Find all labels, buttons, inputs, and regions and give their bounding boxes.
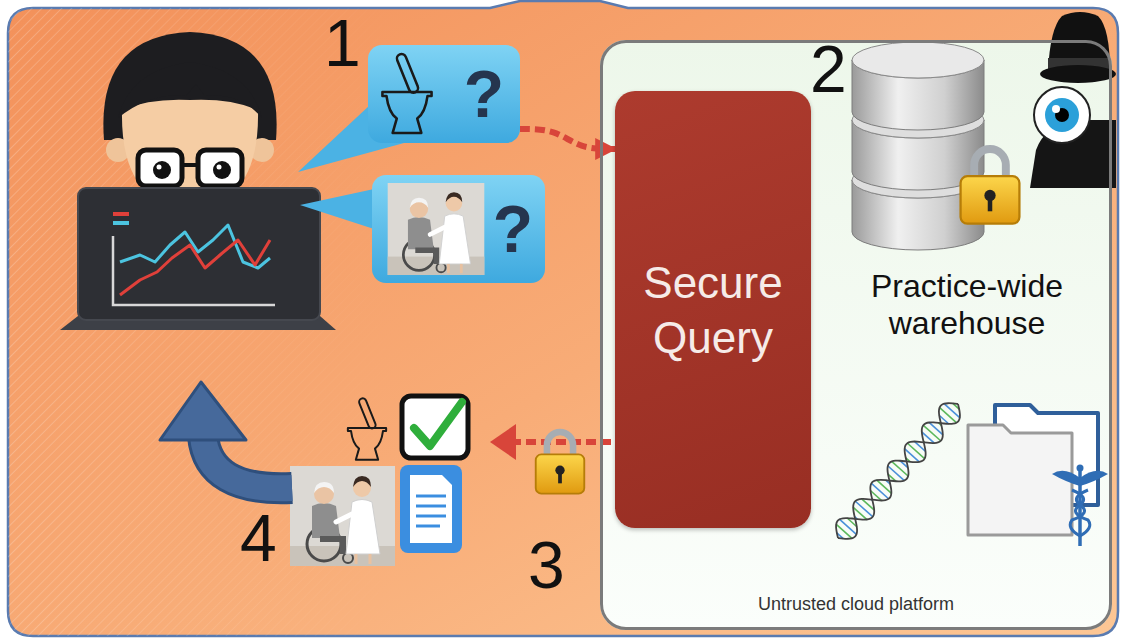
- callout-number: 2: [810, 36, 847, 102]
- spy-iris: [1045, 98, 1079, 132]
- snake: [1070, 490, 1088, 536]
- patient-photo: [290, 466, 395, 566]
- label-holder: 3: [528, 532, 565, 598]
- arrowhead: [160, 382, 246, 440]
- pupil: [213, 161, 231, 179]
- disk-top: [852, 42, 984, 78]
- eye-glint: [1052, 105, 1060, 113]
- callout-number: 3: [528, 532, 565, 598]
- staff-knob: [1077, 465, 1084, 472]
- eye-glint: [217, 165, 222, 170]
- arrow-outline: [203, 436, 292, 488]
- pupil: [153, 161, 171, 179]
- lock-icon: [536, 432, 585, 494]
- label-holder: 1: [324, 10, 361, 76]
- wing: [1052, 471, 1080, 486]
- database-icon: [852, 42, 1019, 250]
- laptop-screen: [78, 188, 320, 320]
- bubble-body: [372, 175, 545, 283]
- caduceus-symbol: [1052, 465, 1108, 547]
- label-holder: 4: [240, 505, 277, 571]
- feedback-arrow: [160, 382, 292, 488]
- document-line: [416, 505, 446, 508]
- chart-key: [113, 221, 129, 225]
- document-page: [410, 475, 452, 543]
- chart-line: [120, 240, 270, 295]
- bubble-icon: [388, 183, 485, 275]
- check-mark: [414, 402, 462, 446]
- base-pair: [855, 501, 873, 517]
- base-pair: [907, 443, 925, 459]
- bubble-tail: [300, 189, 374, 229]
- chart-line: [120, 225, 270, 268]
- document-line: [416, 525, 440, 528]
- result-arrow-line: [512, 439, 611, 445]
- wing: [1080, 471, 1108, 486]
- bubble-body: [368, 45, 520, 143]
- background-panel: [8, 1, 1118, 636]
- lock-icon: [961, 149, 1020, 224]
- fringe: [118, 62, 262, 118]
- speech-bubble: ?: [368, 45, 520, 143]
- base-pair: [888, 466, 905, 481]
- snake: [1072, 490, 1090, 536]
- cloud-panel-fill: [600, 40, 1112, 630]
- orange-background: [8, 1, 1118, 636]
- base-pair: [939, 407, 956, 422]
- label-holder: 2: [810, 36, 847, 102]
- platform-caption: Untrusted cloud platform: [758, 594, 954, 615]
- base-pair: [871, 483, 889, 499]
- glasses-lens: [138, 150, 182, 186]
- warehouse-label: Practice-wide warehouse: [832, 268, 1102, 342]
- folder: [968, 425, 1072, 535]
- question-mark: ?: [464, 61, 504, 127]
- records-folders: [968, 405, 1108, 546]
- hatch-fill: [8, 8, 408, 636]
- document-line: [416, 515, 446, 518]
- hat-brim: [1040, 65, 1116, 83]
- bubble-icon: [382, 53, 431, 133]
- analyst-figure: [60, 32, 336, 330]
- hatching: [8, 8, 408, 636]
- base-pair: [892, 461, 909, 476]
- question-mark: ?: [493, 196, 533, 262]
- spy-icon: [1030, 12, 1116, 188]
- chart-key: [113, 212, 129, 216]
- speech-bubble: ?: [372, 175, 545, 283]
- query-title: Secure Query: [627, 255, 799, 365]
- arrowhead: [490, 424, 516, 460]
- label-holder: Practice-wide warehouse: [832, 268, 1102, 342]
- document-line: [416, 495, 446, 498]
- base-pair: [923, 425, 941, 441]
- document-icon: [400, 465, 462, 553]
- callout-number: 4: [240, 505, 277, 571]
- secure-query-box: Secure Query: [615, 91, 811, 528]
- return-arrow: [490, 424, 611, 494]
- dna-helix: [836, 403, 960, 539]
- eye-glint: [157, 165, 162, 170]
- base-pair: [839, 519, 856, 534]
- dna-strand: [836, 403, 958, 538]
- mortar-icon: [348, 397, 386, 460]
- checkbox: [402, 396, 468, 458]
- arrow-body: [203, 436, 292, 488]
- callout-number: 1: [324, 10, 361, 76]
- spy-eye: [1034, 87, 1090, 143]
- results-icons: [290, 396, 468, 566]
- glasses-bridge: [182, 163, 198, 167]
- glasses-lens: [198, 150, 242, 186]
